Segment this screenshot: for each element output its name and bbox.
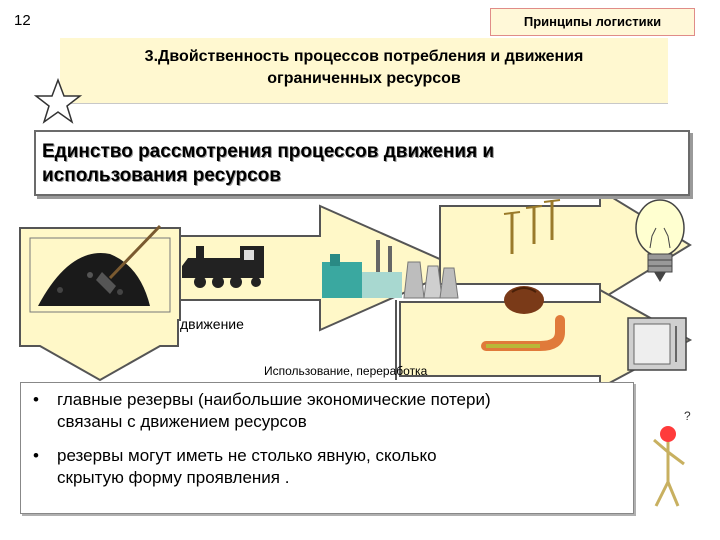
slide-number: 12 <box>14 12 31 29</box>
bullet-text: резервы могут иметь не столько явную, ск… <box>57 445 637 489</box>
bullet-text: главные резервы (наибольшие экономически… <box>57 389 637 433</box>
bullet-list-box: • главные резервы (наибольшие экономичес… <box>20 382 634 514</box>
power-line-icon <box>503 199 561 254</box>
power-plant-icon <box>322 240 459 299</box>
light-bulb-icon <box>635 199 685 282</box>
bullet-line: связаны с движением ресурсов <box>57 412 307 431</box>
bullet-line: главные резервы (наибольшие экономически… <box>57 390 491 409</box>
subtitle-line-1: Единство рассмотрения процессов движения… <box>42 141 495 162</box>
locomotive-icon <box>182 246 264 288</box>
subtitle-line-2: использования ресурсов <box>42 165 281 186</box>
pipe-icon <box>481 315 565 351</box>
usage-label: Использование, переработка <box>264 364 428 378</box>
stick-figure-icon: ? <box>653 409 691 507</box>
slide-title: 3.Двойственность процессов потребления и… <box>60 46 668 90</box>
subtitle: Единство рассмотрения процессов движения… <box>42 140 682 188</box>
header-tag: Принципы логистики <box>490 8 695 36</box>
bullet-marker: • <box>33 446 39 465</box>
shovel-icon <box>96 224 162 294</box>
title-line-2: ограниченных ресурсов <box>267 70 461 87</box>
movement-arrow-center <box>179 204 463 332</box>
bag-icon <box>504 286 544 314</box>
star-icon <box>33 77 83 124</box>
supply-arrow-upper <box>439 188 692 302</box>
bullet-line: резервы могут иметь не столько явную, ск… <box>57 446 437 465</box>
appliance-icon <box>627 317 687 371</box>
bullet-line: скрытую форму проявления . <box>57 468 290 487</box>
bullet-marker: • <box>33 390 39 409</box>
movement-label: движение <box>180 316 244 332</box>
svg-text:?: ? <box>684 409 691 423</box>
subtitle-box <box>34 130 690 196</box>
title-line-1: 3.Двойственность процессов потребления и… <box>144 48 584 65</box>
title-box <box>60 38 668 104</box>
